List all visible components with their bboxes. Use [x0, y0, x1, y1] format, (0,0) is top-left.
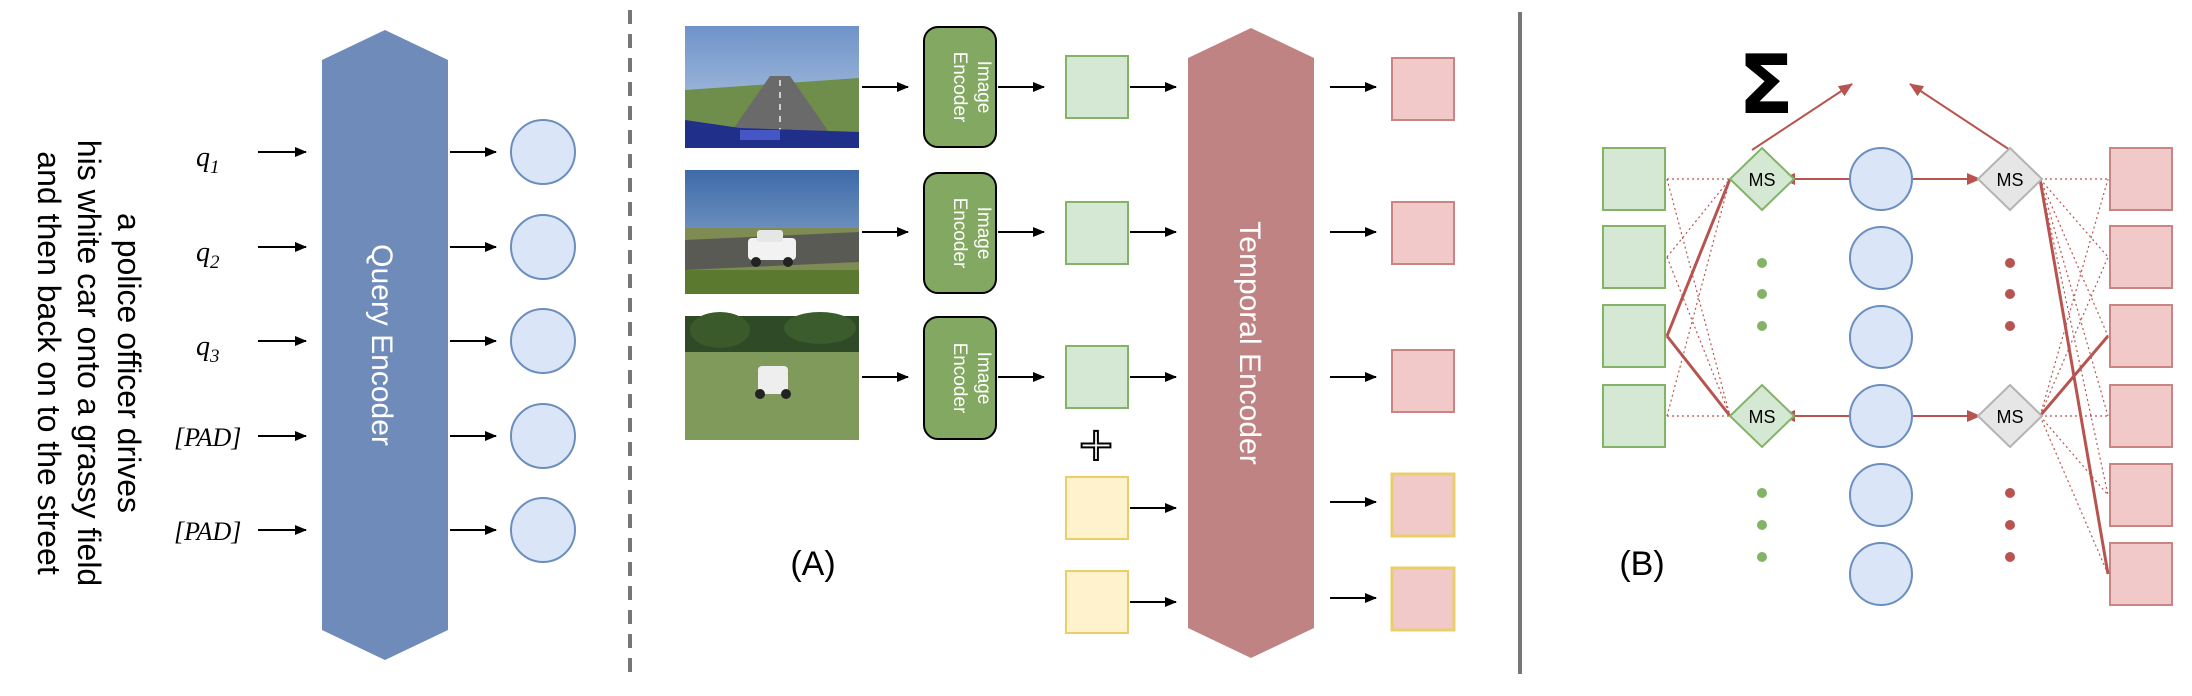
- temporal-encoder-block: [1188, 28, 1314, 658]
- frame-embedding-2: [1065, 201, 1129, 265]
- query-output-arrows: [450, 147, 497, 535]
- query-token-3: q3: [196, 331, 220, 367]
- b-video-embedding-3: [2109, 304, 2173, 368]
- pad-video-embedding-2: [1390, 566, 1456, 632]
- caption-line-3: and then back on to the street: [31, 151, 67, 575]
- b-frame-embedding-2: [1602, 225, 1666, 289]
- ms-node-top-left: MS: [1728, 146, 1796, 212]
- b-video-embeddings: [2109, 147, 2173, 606]
- b-video-embedding-6: [2109, 542, 2173, 606]
- panel-label-a: (A): [790, 545, 835, 583]
- video-frame-2: [685, 170, 859, 294]
- query-token-2: q2: [196, 237, 220, 273]
- image-encoder-1-line1: Image: [973, 61, 994, 114]
- query-embedding-4: [510, 403, 576, 469]
- plus-symbol: +: [1077, 417, 1116, 471]
- red-ellipsis-dots: [2005, 258, 2015, 562]
- image-encoder-3-line1: Image: [973, 352, 994, 405]
- encoder-output-arrows: [998, 82, 1045, 382]
- b-query-embedding-2: [1849, 226, 1913, 290]
- image-encoder-2-line2: Encoder: [949, 198, 970, 269]
- b-video-embedding-5: [2109, 463, 2173, 527]
- video-embedding-3: [1391, 349, 1455, 413]
- query-tokens: q1 q2 q3 [PAD] [PAD]: [174, 142, 241, 546]
- ms-node-top-right: MS: [1976, 146, 2044, 212]
- query-encoder-label: Query Encoder: [365, 244, 398, 446]
- b-video-embedding-4: [2109, 384, 2173, 448]
- ms-node-bottom-left: MS: [1728, 383, 1796, 449]
- b-query-arrows: [1781, 173, 1981, 422]
- b-query-embedding-5: [1849, 463, 1913, 527]
- caption-text: a police officer drives his white car on…: [31, 140, 147, 586]
- image-encoder-1-line2: Encoder: [949, 52, 970, 123]
- video-embeddings: [1391, 57, 1455, 413]
- pad-video-embedding-1: [1390, 472, 1456, 538]
- video-embedding-2: [1391, 201, 1455, 265]
- green-ellipsis-dots: [1757, 258, 1767, 562]
- query-encoder-block: [322, 30, 448, 660]
- frame-embedding-3: [1065, 345, 1129, 409]
- b-video-embedding-1: [2109, 147, 2173, 211]
- frame-embeddings: [1065, 55, 1129, 409]
- temporal-output-arrows: [1330, 82, 1377, 603]
- image-encoder-2: ImageEncoder: [923, 172, 997, 294]
- image-encoder-1: ImageEncoder: [923, 26, 997, 148]
- video-embedding-1: [1391, 57, 1455, 121]
- b-dotted-links-left: [1666, 178, 1731, 417]
- pad-video-embeddings: [1390, 472, 1456, 632]
- pad-embedding-2: [1065, 570, 1129, 634]
- b-frame-embedding-1: [1602, 147, 1666, 211]
- b-solid-links-left: [1665, 178, 1732, 417]
- query-embedding-2: [510, 214, 576, 280]
- pad-embedding-1: [1065, 476, 1129, 540]
- ms-label-bottom-left: MS: [1749, 407, 1776, 427]
- b-video-embedding-2: [2109, 225, 2173, 289]
- caption-line-1: a police officer drives: [111, 213, 147, 513]
- svg-text:ImageEncoder: ImageEncoder: [949, 52, 994, 123]
- query-embeddings: [510, 119, 576, 563]
- b-query-embedding-6: [1849, 542, 1913, 606]
- b-query-embedding-3: [1849, 305, 1913, 369]
- b-solid-links-right: [2038, 178, 2110, 575]
- frame-embedding-1: [1065, 55, 1129, 119]
- ms-label-bottom-right: MS: [1997, 407, 2024, 427]
- ms-label-top-left: MS: [1749, 170, 1776, 190]
- b-frame-embedding-3: [1602, 304, 1666, 368]
- query-token-1: q1: [196, 142, 220, 178]
- video-frame-3: [685, 312, 859, 440]
- image-encoder-3-line2: Encoder: [949, 343, 970, 414]
- ms-label-top-right: MS: [1997, 170, 2024, 190]
- query-input-arrows: [258, 147, 307, 535]
- frame-arrows: [862, 82, 909, 382]
- svg-text:ImageEncoder: ImageEncoder: [949, 343, 994, 414]
- temporal-input-arrows: [1130, 82, 1177, 607]
- b-sum-arrows: [1751, 83, 2011, 151]
- query-embedding-1: [510, 119, 576, 185]
- b-frame-embeddings: [1602, 147, 1666, 448]
- ms-node-bottom-right: MS: [1976, 383, 2044, 449]
- b-query-embeddings: [1849, 147, 1913, 606]
- image-encoder-2-line1: Image: [973, 207, 994, 260]
- sum-symbol: Σ: [1738, 38, 1794, 133]
- image-encoder-3: ImageEncoder: [923, 316, 997, 440]
- video-frame-1: [685, 26, 859, 148]
- caption-line-2: his white car onto a grassy field: [71, 140, 107, 586]
- b-frame-embedding-4: [1602, 384, 1666, 448]
- svg-text:ImageEncoder: ImageEncoder: [949, 198, 994, 269]
- query-embedding-3: [510, 308, 576, 374]
- query-token-pad-1: [PAD]: [174, 423, 241, 452]
- panel-label-b: (B): [1619, 545, 1664, 583]
- b-query-embedding-4: [1849, 384, 1913, 448]
- temporal-encoder-label: Temporal Encoder: [1233, 221, 1266, 464]
- query-token-pad-2: [PAD]: [174, 517, 241, 546]
- query-embedding-5: [510, 497, 576, 563]
- b-query-embedding-1: [1849, 147, 1913, 211]
- pad-embeddings: [1065, 476, 1129, 634]
